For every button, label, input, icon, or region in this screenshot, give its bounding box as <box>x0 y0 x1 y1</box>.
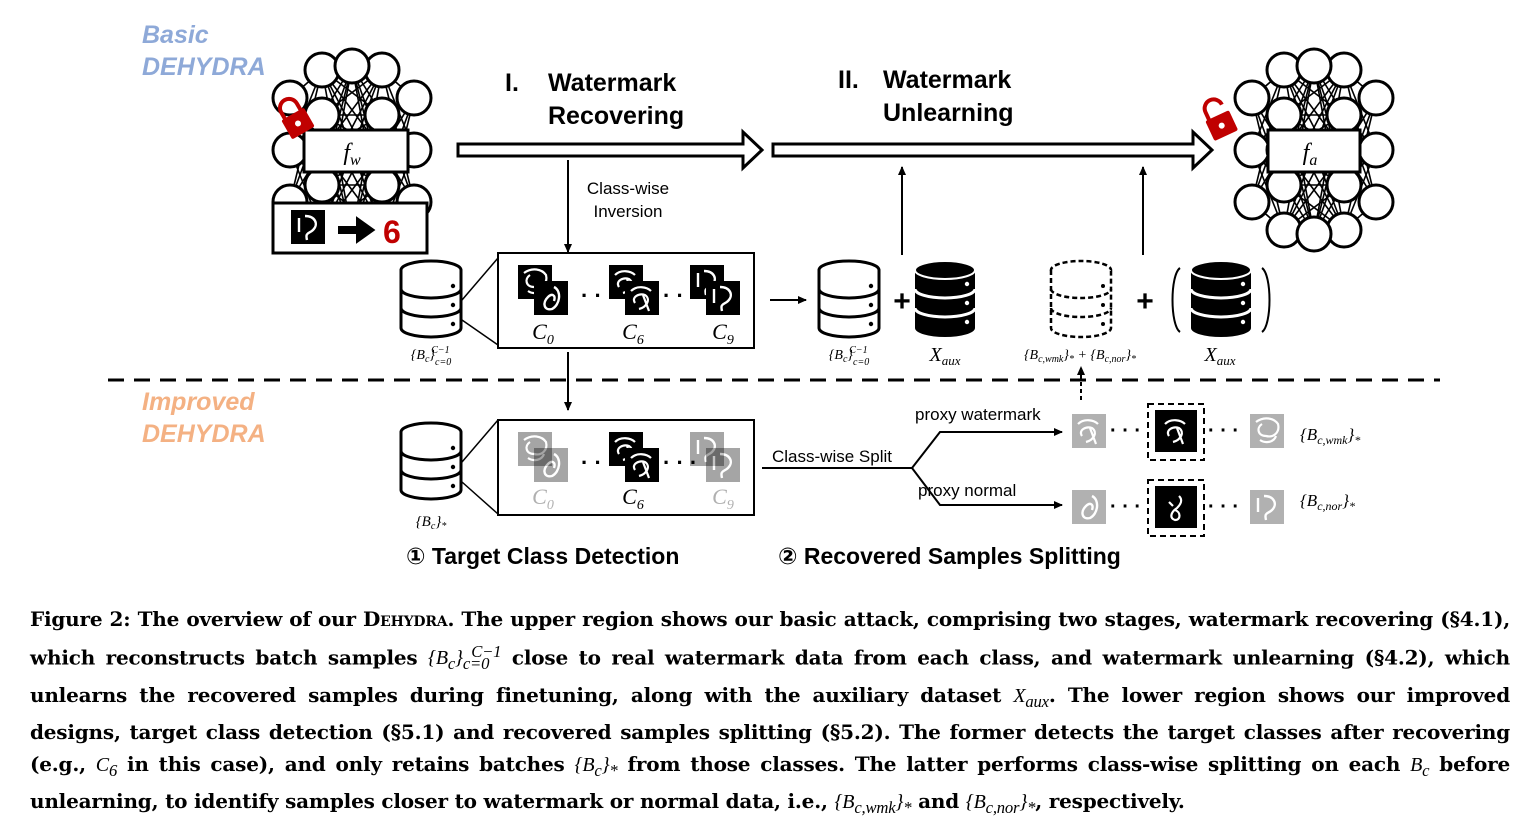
network-node <box>1325 96 1363 134</box>
step1-label: ① Target Class Detection <box>406 543 679 569</box>
stage1-title-line2: Recovering <box>548 102 684 130</box>
proxy-normal-arrow <box>911 467 1063 509</box>
database-icon <box>399 259 463 339</box>
network-node <box>1357 183 1395 221</box>
network-node <box>395 79 433 117</box>
network-node <box>1233 131 1271 169</box>
right-arrow-icon <box>338 216 376 244</box>
stage1-title-line1: Watermark <box>548 69 676 97</box>
network-node <box>1265 96 1303 134</box>
network-node <box>1233 79 1271 117</box>
digit-sample-icon <box>704 279 742 317</box>
target-label: 6 <box>383 214 401 250</box>
unlocked-lock-icon <box>1202 97 1238 141</box>
batches-all-label: {Bc}c=0C−1 <box>411 345 451 368</box>
proxy-normal-label: proxy normal <box>918 481 1016 500</box>
x-aux-label: Xaux <box>929 344 961 368</box>
batches-all-label-2: {Bc}c=0C−1 <box>829 345 869 368</box>
digit-sample-icon <box>623 279 661 317</box>
database-icon <box>817 259 881 339</box>
svg-text:+: + <box>893 285 911 318</box>
network-node <box>1325 51 1363 89</box>
svg-text:· · ·: · · · <box>1110 496 1141 518</box>
stage2-title-line1: Watermark <box>883 66 1011 94</box>
zoom-lines <box>461 257 499 346</box>
overview-diagram: Basic DEHYDRA Improved DEHYDRA fw 6 I. W… <box>108 21 1440 569</box>
stage1-arrow <box>456 128 765 172</box>
batches-selected-label: {Bc}* <box>416 514 447 532</box>
network-node <box>1295 47 1333 85</box>
basic-label-line1: Basic <box>142 21 209 49</box>
improved-label-line1: Improved <box>142 388 255 416</box>
model-box-right <box>1266 128 1362 174</box>
digit-sample-icon <box>532 279 570 317</box>
network-node <box>1325 211 1363 249</box>
wmk-set-label: {Bc,wmk}* <box>1300 425 1360 447</box>
class-wise-split-label: Class-wise Split <box>772 447 892 466</box>
stage2-title-line2: Unlearning <box>883 99 1014 127</box>
nor-set-label: {Bc,nor}* <box>1300 491 1355 513</box>
proxy-watermark-label: proxy watermark <box>915 405 1041 424</box>
digit-sample-icon <box>289 208 327 246</box>
svg-text:· · ·: · · · <box>1208 496 1239 518</box>
basic-label-line2: DEHYDRA <box>142 53 266 81</box>
network-node <box>333 47 371 85</box>
database-icon <box>399 421 463 501</box>
network-node <box>363 96 401 134</box>
stage1-number: I. <box>505 69 519 97</box>
network-node <box>1233 183 1271 221</box>
network-node <box>303 51 341 89</box>
inversion-label-line2: Inversion <box>594 202 663 221</box>
svg-text:· · ·: · · · <box>1208 420 1239 442</box>
network-node <box>363 51 401 89</box>
x-aux-label-2: Xaux <box>1204 344 1236 368</box>
locked-lock-icon <box>278 96 315 139</box>
network-node <box>1295 215 1333 253</box>
svg-text:· · ·: · · · <box>1110 420 1141 442</box>
model-box-left <box>302 128 410 174</box>
network-node <box>271 131 309 169</box>
stage2-number: II. <box>838 66 859 94</box>
stage2-arrow <box>771 128 1215 172</box>
network-node <box>1265 51 1303 89</box>
split-sum-label: {Bc,wmk}* + {Bc,nor}* <box>1024 348 1136 365</box>
network-node <box>1265 211 1303 249</box>
network-node <box>1357 79 1395 117</box>
svg-text:+: + <box>1136 285 1154 318</box>
dashed-database-icon <box>1049 259 1113 339</box>
network-node <box>1357 131 1395 169</box>
database-icon <box>1189 259 1253 339</box>
database-icon <box>913 259 977 339</box>
figure-caption: Figure 2: The overview of our Dehydra. T… <box>30 607 1511 818</box>
improved-label-line2: DEHYDRA <box>142 420 266 448</box>
step2-label: ② Recovered Samples Splitting <box>778 543 1121 569</box>
proxy-watermark-arrow <box>911 428 1063 469</box>
inversion-label-line1: Class-wise <box>587 179 669 198</box>
